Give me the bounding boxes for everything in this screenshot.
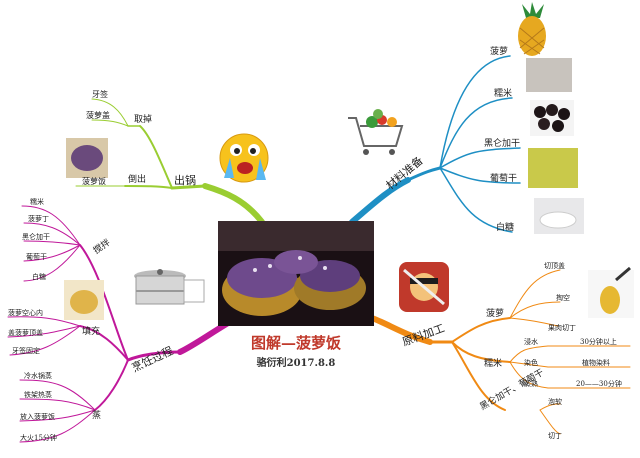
fruit-ninja-icon [399,262,449,312]
pineapple-scoop-photo [588,266,634,318]
shopping-cart-icon [348,109,404,155]
cooking-leaf-1-0: 菠萝空心内 [8,308,43,317]
process-raw-leaf-1-1: 染色 [524,358,538,367]
process-raw-leaf-1-0-detail: 30分钟以上 [580,337,617,346]
blackcurrant-image [530,100,574,136]
cooking-leaf-2-0: 冷水锅蒸 [24,371,52,380]
center-title: 图解—菠萝饭 [251,334,341,352]
sugar-image [534,198,584,234]
process-raw-child-0: 菠萝 [486,307,504,319]
pineapple-image [518,2,546,56]
process-raw-child-1: 糯米 [484,357,502,369]
materials-item-3: 葡萄干 [490,172,517,184]
process-raw-leaf-2-1: 切丁 [548,432,562,440]
cooking-child-0: 搅拌 [91,236,113,256]
center-author-date: 骆衍利2017.8.8 [257,356,336,369]
pineapple-rice-photo [218,221,374,326]
materials-item-1: 糯米 [494,87,512,99]
crying-emoji-icon [219,133,269,183]
cooking-leaf-0-1: 菠萝丁 [28,214,49,223]
process-raw-child-2: 黑仑加干、葡萄干 [478,366,546,412]
process-raw-leaf-1-2: 蒸熟 [524,379,538,388]
cooking-leaf-1-2: 牙签固定 [12,346,40,355]
rice-image [526,58,572,92]
cooking-leaf-0-4: 白糖 [32,272,46,281]
raisin-image [528,148,578,188]
cut-pineapple-photo [64,280,104,320]
materials-item-0: 菠萝 [490,45,508,57]
cooking-leaf-2-2: 放入菠萝饭 [20,412,55,421]
cook-label: 出锅 [174,173,196,187]
rice-bowl-photo [66,138,108,178]
materials-label: 材料准备 [383,153,426,192]
process-raw-leaf-0-1: 掏空 [556,293,570,302]
cook-child-1: 倒出 [128,173,146,185]
cooking-leaf-2-1: 铁架热蒸 [24,390,52,399]
process-raw-leaf-1-0: 浸水 [524,337,538,346]
process-raw-leaf-0-0: 切顶盖 [544,261,565,270]
process-raw-label: 原料加工 [400,321,446,349]
cooking-leaf-0-2: 黑仑加干 [22,232,50,241]
cooking-leaf-0-3: 葡萄干 [26,252,47,261]
process-raw-branch [369,269,631,435]
steamer-pot-icon [134,269,205,305]
process-raw-leaf-1-2-detail: 20——30分钟 [576,379,622,388]
cooking-child-1: 填充 [82,325,100,337]
cook-child-0: 取掉 [134,113,152,125]
cooking-label: 烹饪过程 [129,343,175,374]
materials-item-2: 黑仑加干 [484,137,520,149]
cook-leaf-0-0: 牙签 [92,89,108,99]
materials-branch [349,55,521,233]
cooking-leaf-0-0: 糯米 [30,197,44,206]
cook-leaf-1-0: 菠萝饭 [82,176,106,186]
cooking-leaf-1-1: 盖菠萝顶盖 [8,328,43,337]
cook-branch [75,98,265,225]
process-raw-leaf-2-0: 泡软 [548,397,562,406]
process-raw-leaf-0-2: 果肉切丁 [548,323,576,332]
process-raw-leaf-1-1-detail: 植物染料 [582,358,610,367]
cooking-leaf-2-3: 大火15分钟 [20,433,57,442]
materials-item-4: 白糖 [496,221,514,233]
cooking-branch [7,205,243,443]
cook-leaf-0-1: 菠萝盖 [86,110,110,120]
cooking-child-2: 蒸 [92,409,101,421]
